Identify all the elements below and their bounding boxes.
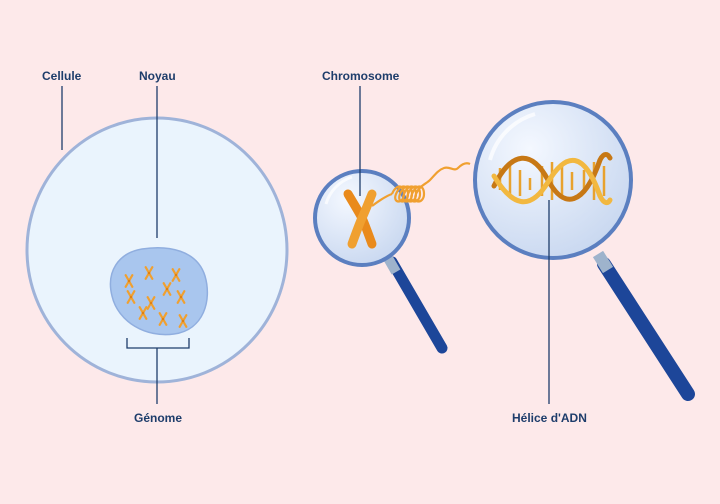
dna-helix-label: Hélice d'ADN (512, 411, 587, 425)
nucleus-label: Noyau (139, 69, 176, 83)
dna-helix-icon (491, 152, 613, 206)
small-magnifier (313, 169, 448, 354)
leader-lines-left (61, 86, 190, 404)
cell-label: Cellule (42, 69, 82, 83)
large-magnifier (473, 100, 695, 401)
magnifying-glass-icon (473, 100, 695, 401)
nucleus (109, 247, 209, 336)
genome-label: Génome (134, 411, 183, 425)
chromosome-large (343, 189, 377, 249)
dna-coil (371, 162, 471, 207)
leader-lines-right (359, 86, 550, 404)
chromosome-label: Chromosome (322, 69, 400, 83)
